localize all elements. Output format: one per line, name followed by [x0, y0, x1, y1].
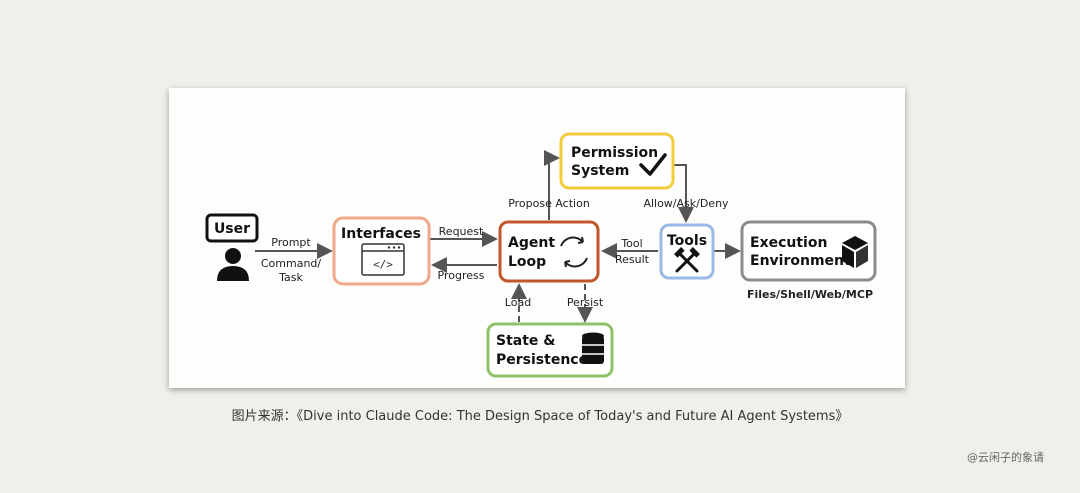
svg-text:</>: </> — [373, 258, 393, 271]
node-execution: Execution Environment Files/Shell/Web/MC… — [740, 220, 877, 301]
edge-label-prompt: Prompt — [271, 236, 311, 249]
refresh-cycle-icon — [560, 236, 588, 268]
checkmark-icon — [639, 153, 667, 176]
edge-load: Load — [505, 283, 531, 322]
database-icon — [582, 332, 604, 364]
execution-label-2: Environment — [750, 253, 851, 269]
execution-label-1: Execution — [750, 235, 827, 251]
node-tools: Tools — [659, 223, 715, 280]
permission-label-1: Permission — [571, 145, 658, 161]
user-label: User — [214, 221, 250, 237]
node-permission: Permission System — [559, 132, 675, 190]
edge-progress: Progress — [431, 257, 497, 282]
hammer-pick-icon — [674, 247, 700, 273]
edge-label-propose: Propose Action — [508, 197, 590, 210]
node-interfaces: Interfaces </> — [332, 216, 431, 286]
edge-persist: Persist — [567, 284, 604, 323]
source-caption: 图片来源：《Dive into Claude Code: The Design … — [231, 409, 849, 424]
execution-caption: Files/Shell/Web/MCP — [747, 288, 873, 301]
edge-label-load: Load — [505, 296, 531, 309]
edge-request: Request — [430, 225, 498, 247]
interfaces-label: Interfaces — [341, 226, 421, 242]
state-label-1: State & — [496, 333, 556, 349]
permission-label-2: System — [571, 163, 629, 179]
tools-label: Tools — [667, 233, 707, 249]
watermark-credit: @云闲子的象请 — [967, 451, 1044, 464]
edge-label-request: Request — [439, 225, 484, 238]
agent-loop-label-2: Loop — [508, 254, 546, 270]
cube-box-icon — [842, 236, 868, 268]
edge-propose: Propose Action — [508, 150, 590, 220]
edge-label-result: Result — [615, 253, 650, 266]
edge-label-allow: Allow/Ask/Deny — [643, 197, 729, 210]
edge-label-task: Task — [278, 271, 303, 284]
state-label-2: Persistence — [496, 352, 588, 368]
agent-loop-label-1: Agent — [508, 235, 555, 251]
edge-label-command: Command/ — [261, 257, 322, 270]
node-state: State & Persistence — [486, 322, 614, 378]
edge-prompt: Prompt Command/ Task — [255, 236, 333, 284]
edge-label-tool: Tool — [620, 237, 642, 250]
code-window-icon: </> — [361, 243, 405, 276]
node-user: User — [205, 213, 259, 281]
edge-label-progress: Progress — [438, 269, 485, 282]
edge-allow: Allow/Ask/Deny — [643, 164, 729, 223]
person-icon — [217, 248, 249, 281]
node-agent-loop: Agent Loop — [498, 220, 600, 283]
edge-tool-result: Tool Result — [601, 237, 658, 266]
edge-label-persist: Persist — [567, 296, 604, 309]
